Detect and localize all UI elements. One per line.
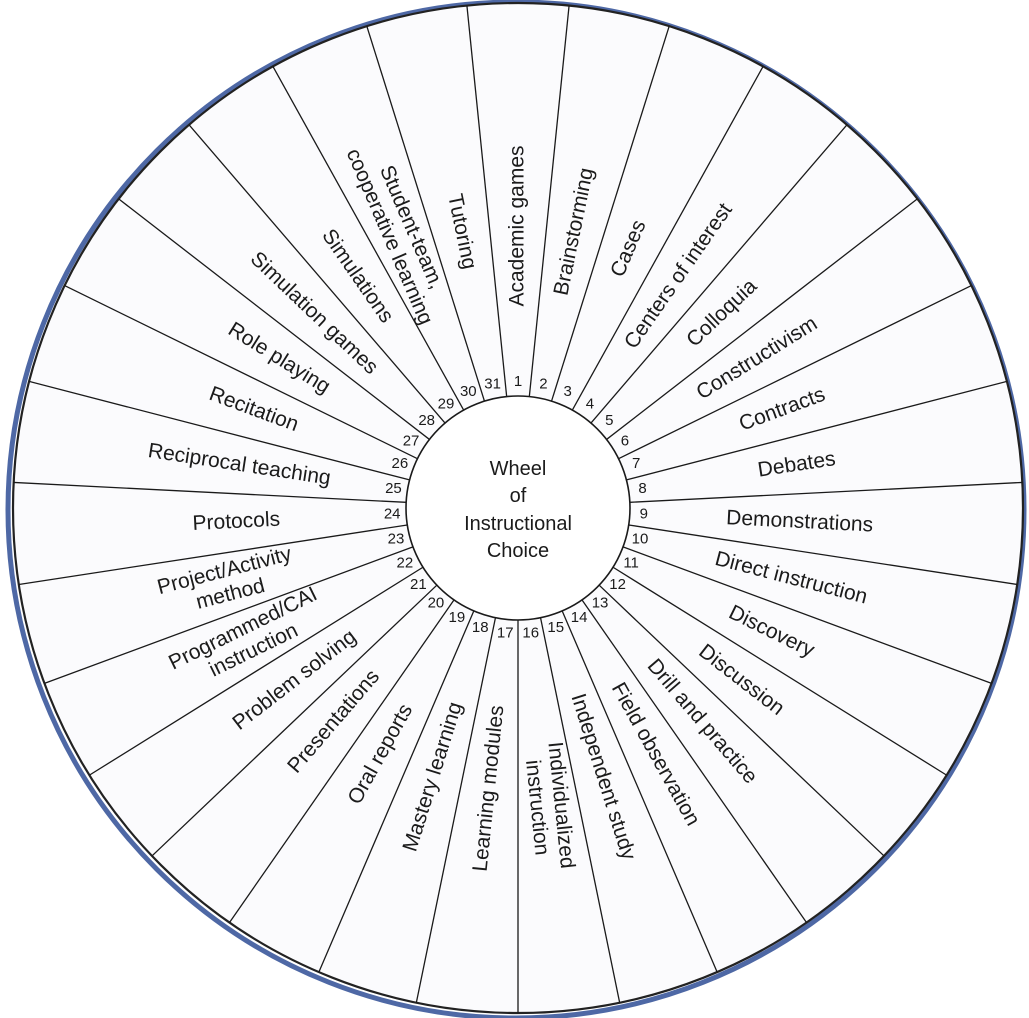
wheel-hub <box>405 395 631 621</box>
segment-number-10: 10 <box>632 531 649 548</box>
segment-number-1: 1 <box>514 373 522 390</box>
spoke-1 <box>466 5 508 397</box>
spoke-12 <box>612 566 947 776</box>
spoke-31 <box>366 25 486 402</box>
segment-number-12: 12 <box>609 576 626 593</box>
spoke-15 <box>561 610 718 973</box>
segment-number-8: 8 <box>638 480 646 497</box>
spoke-24 <box>18 524 408 586</box>
spoke-9 <box>629 481 1023 503</box>
segment-number-30: 30 <box>460 383 477 400</box>
spoke-4 <box>571 66 764 411</box>
segment-label-24: Protocols <box>192 508 281 535</box>
segment-number-11: 11 <box>623 554 639 571</box>
segment-number-3: 3 <box>564 383 572 400</box>
segment-label-1-line-1: Academic games <box>506 145 529 306</box>
spoke-8 <box>626 380 1008 481</box>
spoke-16 <box>539 617 621 1003</box>
segment-number-5: 5 <box>605 412 613 429</box>
spoke-20 <box>228 599 455 923</box>
segment-number-31: 31 <box>484 376 501 393</box>
spoke-7 <box>618 285 972 460</box>
spoke-18 <box>415 617 497 1003</box>
spoke-10 <box>628 524 1018 586</box>
spoke-19 <box>318 610 475 973</box>
spoke-22 <box>89 566 424 776</box>
segment-number-14: 14 <box>571 609 588 626</box>
segment-number-2: 2 <box>539 376 547 393</box>
spoke-23 <box>44 546 414 684</box>
segment-number-13: 13 <box>592 595 609 612</box>
spoke-21 <box>151 584 438 857</box>
segment-number-27: 27 <box>403 432 420 449</box>
spoke-13 <box>598 584 885 857</box>
segment-label-24-line-1: Protocols <box>192 508 281 535</box>
segment-label-1: Academic games <box>506 145 529 306</box>
segment-number-24: 24 <box>384 505 401 522</box>
segment-number-21: 21 <box>410 576 427 593</box>
spoke-5 <box>590 124 848 424</box>
segment-number-17: 17 <box>497 624 514 641</box>
hub-title: Wheel of Instructional Choice <box>464 458 572 562</box>
segment-number-7: 7 <box>632 455 640 472</box>
segment-number-18: 18 <box>472 619 489 636</box>
spoke-2 <box>528 5 570 397</box>
spoke-28 <box>118 198 430 440</box>
segment-number-6: 6 <box>621 432 629 449</box>
spoke-14 <box>581 599 808 923</box>
hub-title-line-1: Wheel <box>490 458 547 480</box>
hub-title-line-2: of <box>510 485 527 507</box>
spoke-11 <box>622 546 992 684</box>
hub-title-line-4: Choice <box>487 540 549 562</box>
segment-number-15: 15 <box>547 619 564 636</box>
spokes-group <box>13 5 1023 1013</box>
segment-number-16: 16 <box>522 624 539 641</box>
segment-number-4: 4 <box>586 396 594 413</box>
segment-number-9: 9 <box>640 505 648 522</box>
segment-number-19: 19 <box>449 609 466 626</box>
spoke-29 <box>188 124 446 424</box>
spoke-27 <box>64 285 418 460</box>
segment-number-26: 26 <box>391 455 408 472</box>
segment-number-25: 25 <box>385 480 402 497</box>
spoke-3 <box>550 25 670 402</box>
spoke-30 <box>272 66 465 411</box>
segment-number-22: 22 <box>397 554 414 571</box>
spoke-6 <box>606 198 918 440</box>
spoke-25 <box>13 481 407 503</box>
hub-title-line-3: Instructional <box>464 513 572 535</box>
segment-number-20: 20 <box>428 595 445 612</box>
segment-number-23: 23 <box>388 531 405 548</box>
segment-number-28: 28 <box>418 412 435 429</box>
spoke-26 <box>28 380 410 481</box>
segment-number-29: 29 <box>438 396 455 413</box>
